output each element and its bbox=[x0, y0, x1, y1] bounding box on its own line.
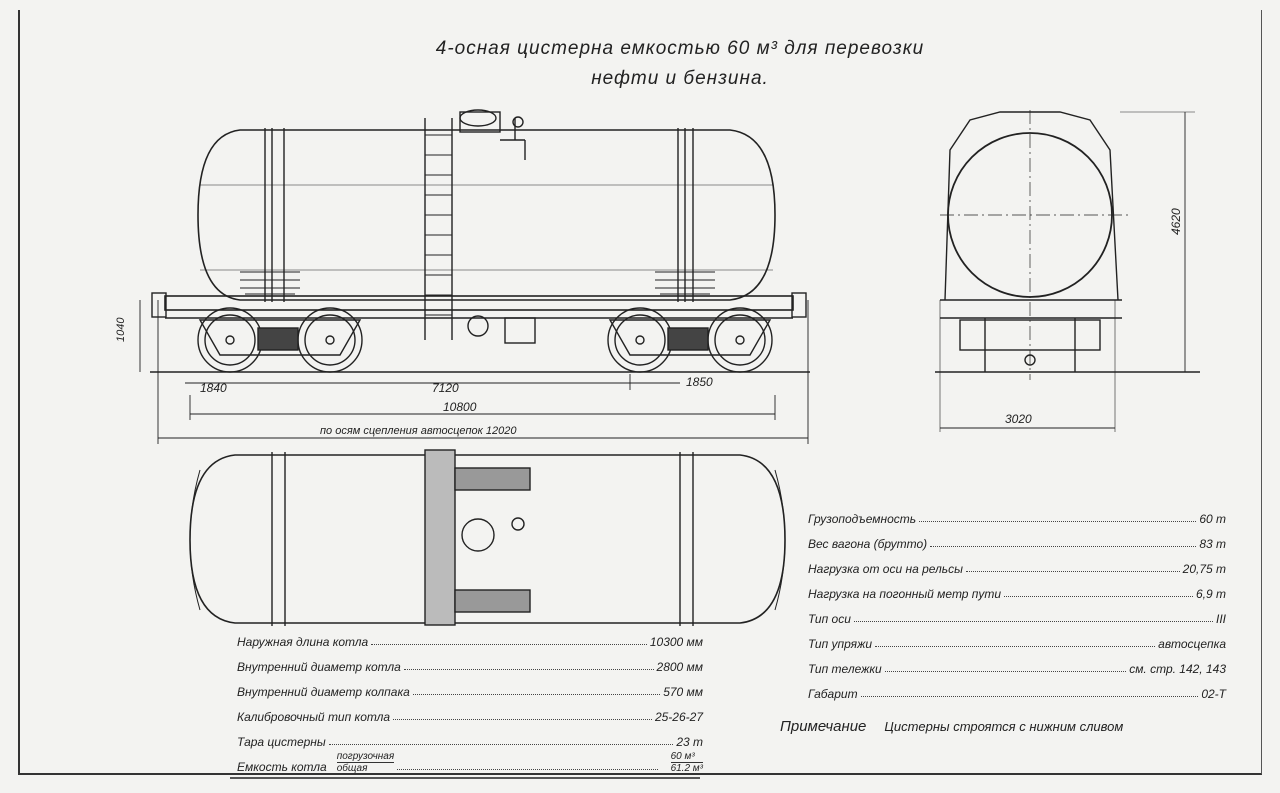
spec-value: автосцепка bbox=[1158, 637, 1226, 651]
spec-label: Нагрузка от оси на рельсы bbox=[808, 562, 963, 576]
spec-row: Нагрузка на погонный метр пути 6,9 т bbox=[808, 576, 1226, 601]
spec-label: Габарит bbox=[808, 687, 858, 701]
spec-label: Тип упряжи bbox=[808, 637, 873, 651]
spec-label: Внутренний диаметр колпака bbox=[237, 685, 410, 699]
spec-value: 60 т bbox=[1199, 512, 1226, 526]
spec-label: Тип оси bbox=[808, 612, 851, 626]
spec-row: Внутренний диаметр котла 2800 мм bbox=[237, 649, 703, 674]
dim-4620: 4620 bbox=[1169, 208, 1183, 235]
tank-bands bbox=[264, 128, 694, 302]
spec-label: Тип тележки bbox=[808, 662, 882, 676]
ladder bbox=[424, 118, 453, 340]
spec-value: III bbox=[1215, 612, 1226, 626]
tank-body bbox=[197, 129, 776, 301]
spec-value: 10300 мм bbox=[649, 635, 703, 649]
spec-row: Тип тележки см. стр. 142, 143 bbox=[808, 651, 1226, 676]
spec-row: Нагрузка от оси на рельсы 20,75 т bbox=[808, 551, 1226, 576]
dim-12020: по осям сцепления автосцепок 12020 bbox=[320, 425, 517, 437]
side-view bbox=[150, 109, 810, 373]
side-dimensions: 1040 1840 7120 1850 10800 по осям сцепле… bbox=[115, 300, 809, 444]
spec-value: 6,9 т bbox=[1195, 587, 1226, 601]
specs-left: Наружная длина котла 10300 мм Внутренний … bbox=[237, 624, 703, 774]
dim-1840: 1840 bbox=[200, 381, 227, 395]
spec-value: 570 мм bbox=[663, 685, 703, 699]
spec-label: Внутренний диаметр котла bbox=[237, 660, 401, 674]
spec-row: Наружная длина котла 10300 мм bbox=[237, 624, 703, 649]
dome bbox=[459, 109, 526, 160]
spec-label: Наружная длина котла bbox=[237, 635, 369, 649]
spec-value: 83 т bbox=[1199, 537, 1226, 551]
spec-row: Калибровочный тип котла 25-26-27 bbox=[237, 699, 703, 724]
title-line-2: нефти и бензина. bbox=[591, 68, 769, 89]
spec-label: Тара цистерны bbox=[237, 735, 326, 749]
end-view: 4620 3020 bbox=[935, 110, 1200, 432]
spec-value: 25-26-27 bbox=[654, 710, 703, 724]
dim-1850: 1850 bbox=[686, 375, 713, 389]
note: Примечание Цистерны строятся с нижним сли… bbox=[780, 718, 1123, 735]
specs-right: Грузоподъемность 60 т Вес вагона (брутто)… bbox=[808, 501, 1226, 701]
spec-label: Нагрузка на погонный метр пути bbox=[808, 587, 1002, 601]
capacity-value-loading: 60 м³ bbox=[670, 751, 703, 763]
title-line-1: 4-осная цистерна емкостью 60 м³ для пере… bbox=[435, 38, 925, 59]
capacity-sub-total: общая bbox=[336, 763, 368, 774]
capacity-value-total: 61.2 м³ bbox=[670, 763, 703, 774]
note-text: Цистерны строятся с нижним сливом bbox=[884, 719, 1124, 734]
spec-row: Внутренний диаметр колпака 570 мм bbox=[237, 674, 703, 699]
spec-row: Тип оси III bbox=[808, 601, 1226, 626]
spec-row: Грузоподъемность 60 т bbox=[808, 501, 1226, 526]
spec-row: Вес вагона (брутто) 83 т bbox=[808, 526, 1226, 551]
spec-label: Емкость котла bbox=[237, 760, 327, 774]
spec-row: Тара цистерны 23 т bbox=[237, 724, 703, 749]
drawing-frame bbox=[18, 10, 1262, 775]
dim-3020: 3020 bbox=[1005, 412, 1032, 426]
bogie-right bbox=[607, 307, 773, 373]
springs bbox=[240, 271, 715, 295]
dim-7120: 7120 bbox=[432, 381, 459, 395]
dim-10800: 10800 bbox=[443, 400, 477, 414]
underframe bbox=[164, 295, 794, 311]
spec-value: 02-Т bbox=[1201, 687, 1226, 701]
spec-value: 20,75 т bbox=[1182, 562, 1226, 576]
brake-equipment bbox=[467, 315, 536, 344]
note-label: Примечание bbox=[780, 718, 867, 735]
spec-label: Грузоподъемность bbox=[808, 512, 917, 526]
spec-label: Вес вагона (брутто) bbox=[808, 537, 928, 551]
spec-value: 23 т bbox=[676, 735, 703, 749]
spec-row: Габарит 02-Т bbox=[808, 676, 1226, 701]
spec-value: 2800 мм bbox=[656, 660, 703, 674]
spec-label: Калибровочный тип котла bbox=[237, 710, 391, 724]
capacity-sub-loading: погрузочная bbox=[336, 751, 395, 763]
spec-value: см. стр. 142, 143 bbox=[1129, 662, 1226, 676]
spec-row: Тип упряжи автосцепка bbox=[808, 626, 1226, 651]
dim-1040: 1040 bbox=[115, 317, 127, 342]
top-view bbox=[189, 449, 786, 626]
